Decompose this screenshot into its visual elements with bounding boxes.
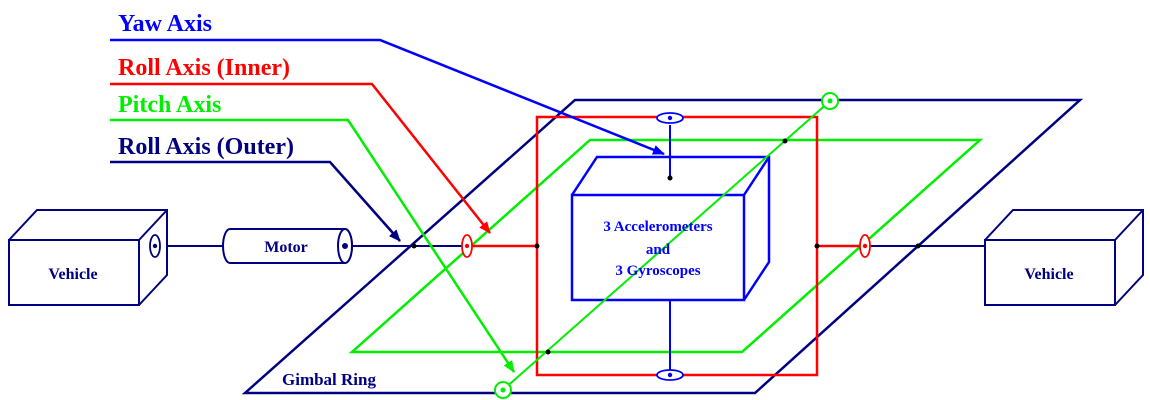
gimbal-ring-outer bbox=[241, 98, 1084, 395]
sensor-label-line2: and bbox=[646, 242, 671, 258]
sensor-label-line3: 3 Gyroscopes bbox=[615, 263, 700, 279]
pitch-axis-label: Pitch Axis bbox=[118, 92, 221, 118]
yaw-leader bbox=[110, 38, 665, 156]
vehicle-right-box bbox=[984, 209, 1144, 306]
motor-label: Motor bbox=[264, 239, 308, 256]
pitch-leader bbox=[110, 118, 516, 373]
vehicle-left-label: Vehicle bbox=[48, 266, 97, 283]
roll-outer-leader bbox=[110, 160, 401, 242]
roll-outer-label: Roll Axis (Outer) bbox=[118, 134, 294, 160]
gimbal-ring-label: Gimbal Ring bbox=[282, 370, 376, 389]
pitch-ring bbox=[348, 138, 984, 354]
vehicle-right-label: Vehicle bbox=[1024, 266, 1073, 283]
sensor-label-line1: 3 Accelerometers bbox=[603, 219, 712, 235]
vehicle-left-box bbox=[8, 209, 168, 306]
roll-inner-label: Roll Axis (Inner) bbox=[118, 55, 290, 81]
roll-inner-leader bbox=[110, 82, 491, 234]
sensor-block bbox=[570, 155, 771, 302]
yaw-axis-label: Yaw Axis bbox=[118, 11, 212, 37]
pitch-axis-line bbox=[502, 100, 831, 391]
junction-dots bbox=[411, 138, 921, 355]
